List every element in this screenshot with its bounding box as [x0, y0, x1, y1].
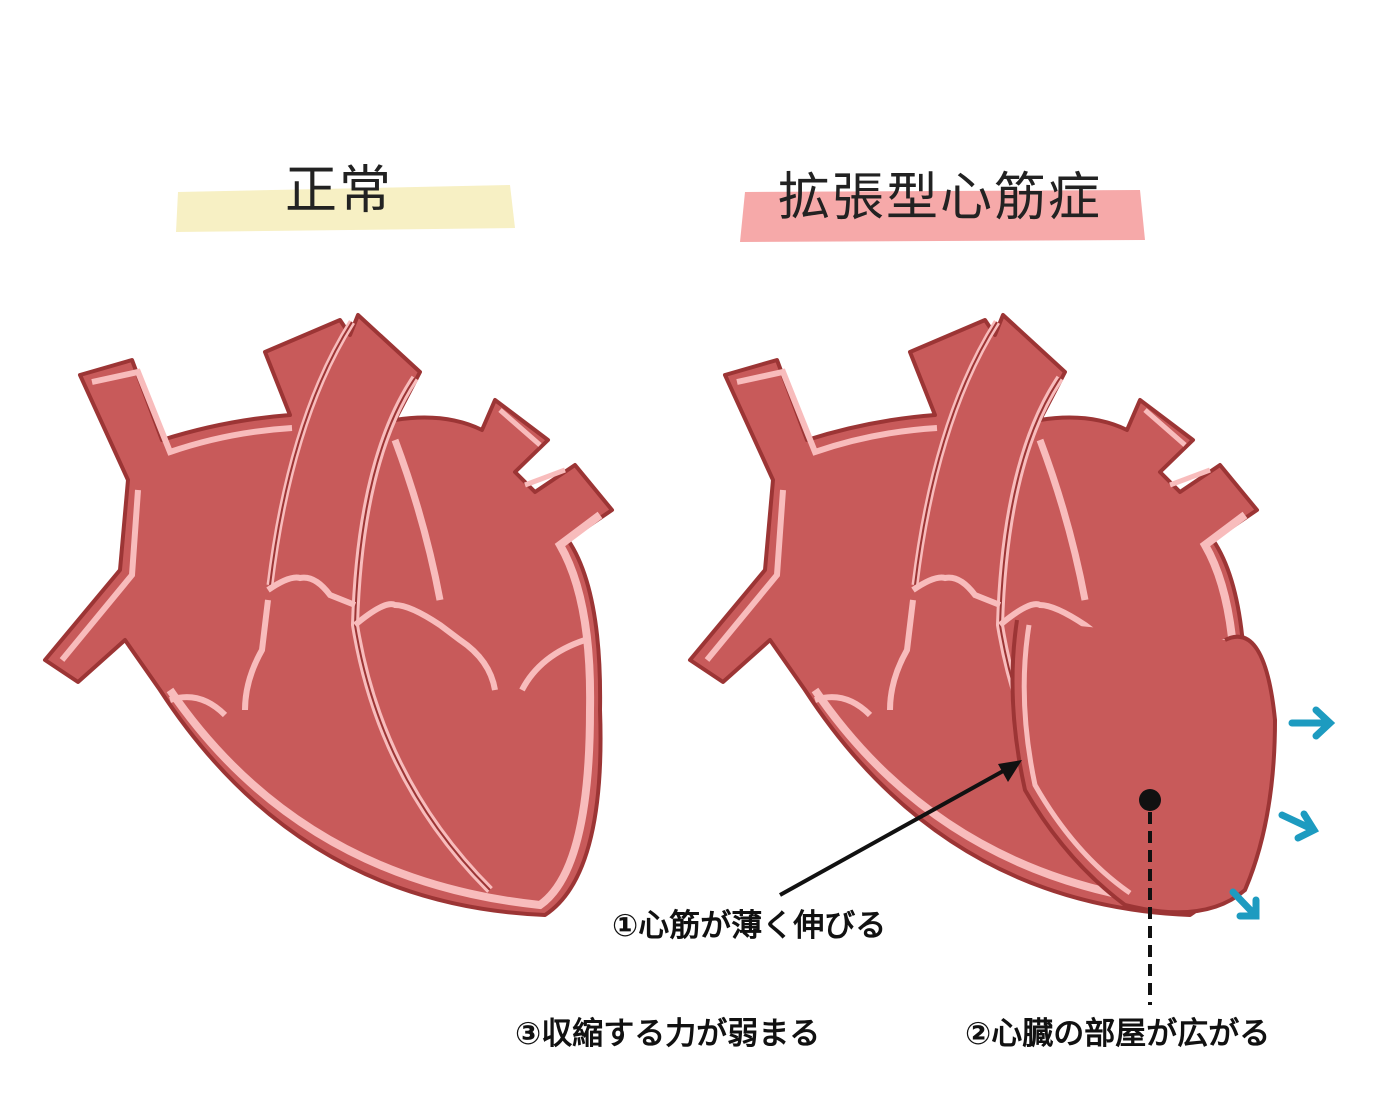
label-weak-contraction: ③収縮する力が弱まる: [515, 1016, 821, 1052]
normal-heart: [45, 315, 612, 915]
label-thin-muscle: ①心筋が薄く伸びる: [612, 908, 887, 944]
outward-arrow-icon: [1278, 810, 1320, 842]
outward-arrow-icon: [1229, 888, 1260, 920]
label-chamber-enlarged: ②心臓の部屋が広がる: [965, 1016, 1271, 1052]
dilated-heart: [690, 315, 1278, 915]
outward-arrow-icon: [1288, 706, 1336, 740]
title-highlight-pink: [740, 190, 1145, 242]
chamber-marker-dot: [1139, 789, 1161, 811]
title-dilated: 拡張型心筋症: [778, 168, 1103, 228]
title-highlight-yellow: [176, 185, 515, 232]
title-normal: 正常: [285, 161, 394, 221]
pointer-arrow: [779, 760, 1022, 897]
